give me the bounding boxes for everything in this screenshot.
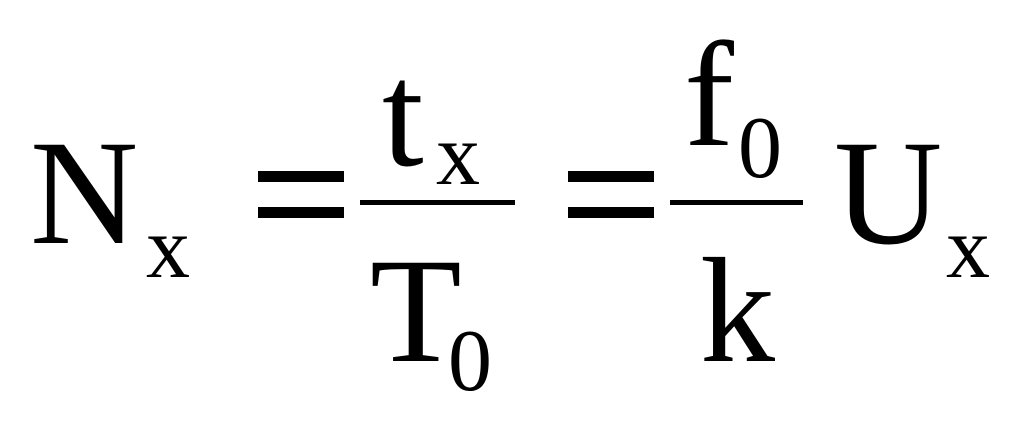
fraction-1-bar xyxy=(360,200,515,205)
fraction-1-denominator-variable: T xyxy=(370,228,462,394)
fraction-1-numerator-subscript: x xyxy=(436,107,480,204)
fraction-2-numerator-subscript: 0 xyxy=(738,100,782,197)
lhs-variable: N xyxy=(30,110,139,276)
rhs-variable: U xyxy=(834,110,943,276)
rhs-subscript: x xyxy=(946,200,990,297)
fraction-2-bar xyxy=(670,200,803,205)
fraction-2-numerator-variable: f xyxy=(684,12,734,178)
fraction-1-numerator-variable: t xyxy=(382,32,424,198)
fraction-2-denominator-variable: k xyxy=(700,228,775,394)
lhs-subscript: x xyxy=(146,200,190,297)
fraction-1-denominator-subscript: 0 xyxy=(448,313,492,410)
